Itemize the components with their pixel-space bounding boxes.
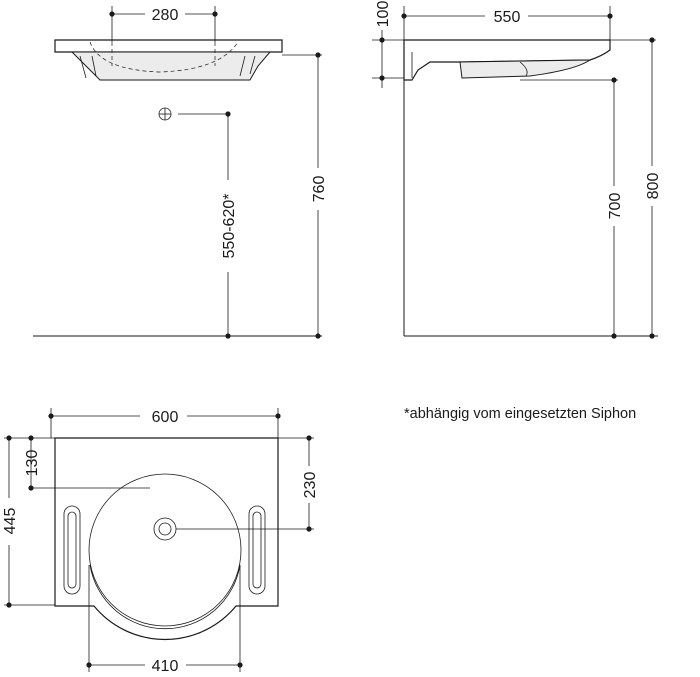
dim-760: 760: [311, 176, 328, 203]
dim-800: 800: [645, 173, 662, 200]
plan-right-grip-slot: [248, 505, 266, 595]
front-hidden-bowl: [89, 41, 239, 73]
dim-550: 550: [494, 9, 521, 26]
dim-100: 100: [375, 1, 392, 28]
side-basin-bowl: [459, 59, 592, 79]
drain-symbol-icon: [158, 107, 172, 121]
front-basin-rim: [54, 39, 283, 53]
dim-230: 230: [302, 472, 319, 499]
side-view: 550 100 700 800: [372, 1, 662, 339]
plan-bowl: [88, 473, 242, 627]
plan-basin-outline: [54, 437, 279, 641]
dim-445: 445: [2, 508, 19, 535]
plan-left-grip-slot: [63, 505, 81, 595]
dim-130: 130: [24, 450, 41, 477]
front-basin-body: [70, 51, 272, 81]
dim-700: 700: [607, 193, 624, 220]
dim-410: 410: [152, 658, 179, 675]
footnote-siphon: *abhängig vom eingesetzten Siphon: [404, 406, 636, 422]
side-basin-profile: [403, 39, 611, 81]
front-view: 280 550-620* 760: [33, 6, 328, 339]
dim-280: 280: [152, 7, 179, 24]
plan-view: 600 130 445 230 410: [2, 408, 319, 675]
dim-600: 600: [152, 409, 179, 426]
dim-550-620: 550-620*: [221, 194, 238, 259]
